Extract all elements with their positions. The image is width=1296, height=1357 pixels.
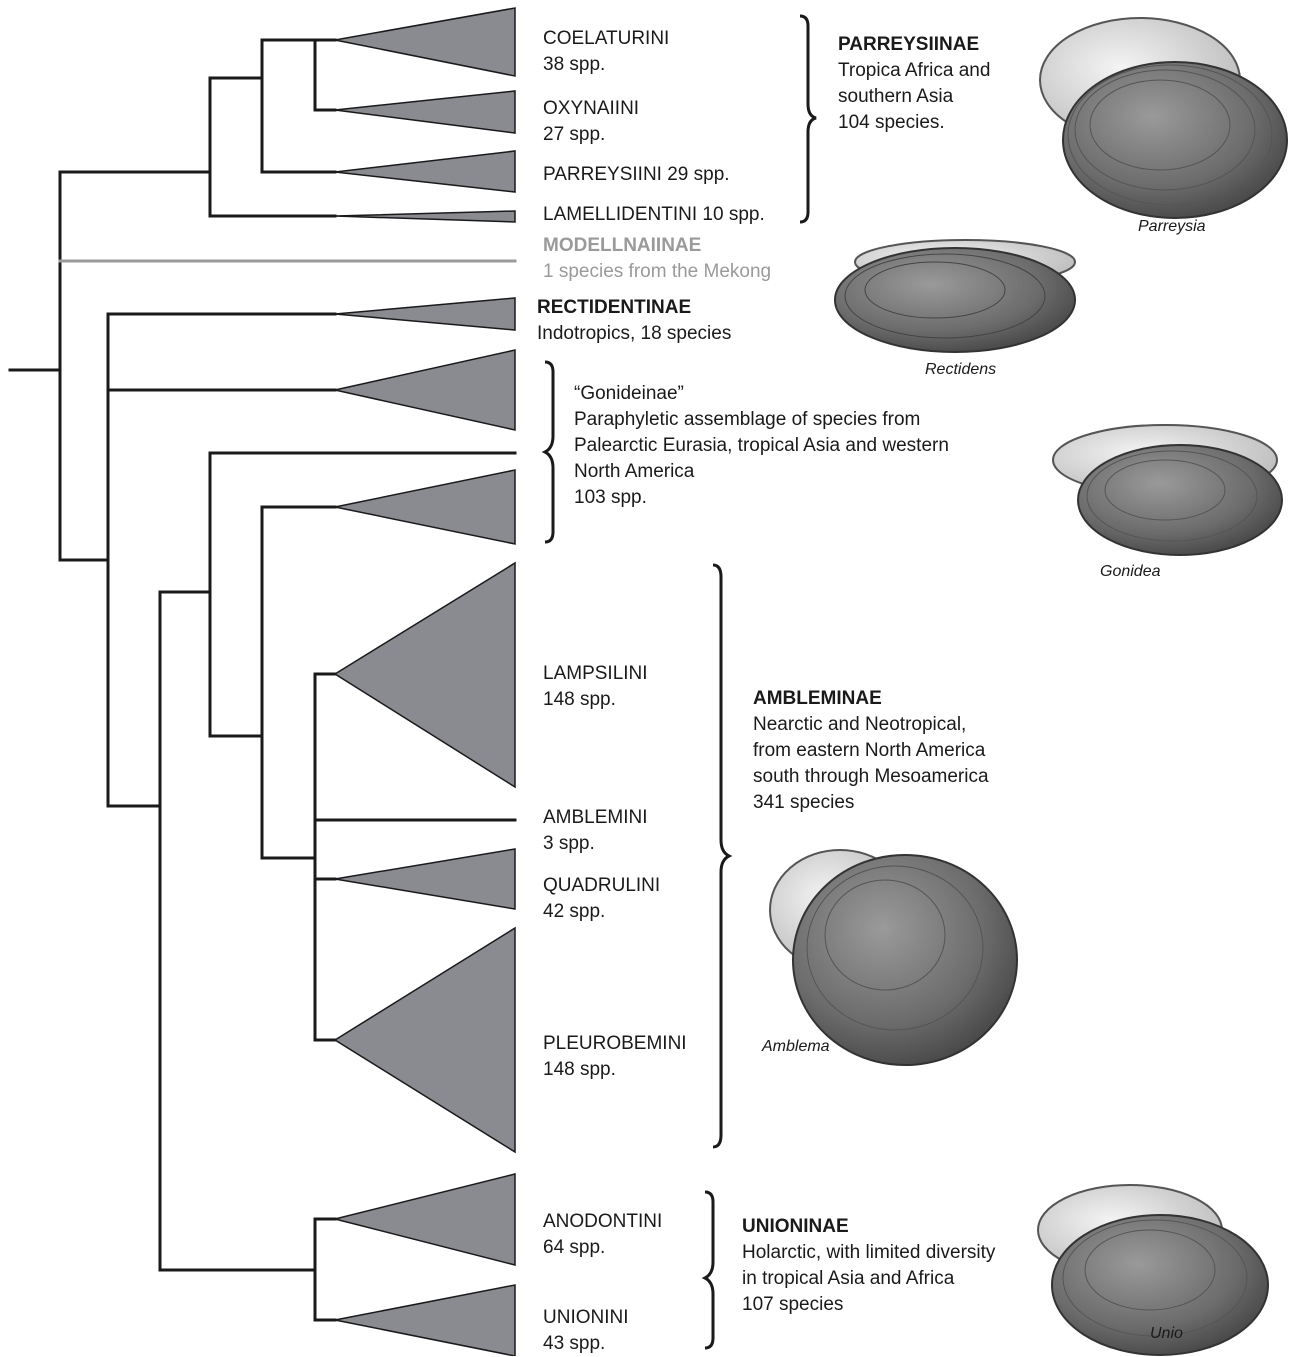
group-count: 103 spp. [574,485,949,511]
tip-name: PARREYSIINI 29 spp. [543,162,730,188]
clade-triangle-gonideinae-a [335,350,515,430]
clade-triangle-gonideinae-b [335,470,515,544]
brace-unioninae [705,1192,713,1348]
clade-triangle-pleurobemini [335,928,515,1152]
tip-label-parreysiini: PARREYSIINI 29 spp. [543,162,730,188]
tip-name: QUADRULINI [543,873,660,899]
shell-gonidea [1053,425,1282,555]
tip-count: 3 spp. [543,831,648,857]
clade-triangle-rectidentinae [335,298,515,330]
group-desc-line: southern Asia [838,84,990,110]
group-count: 104 species. [838,110,990,136]
group-label-unioninae: UNIONINAE Holarctic, with limited divers… [742,1214,995,1318]
tip-name: ANODONTINI [543,1209,662,1235]
clade-triangle-unionini [335,1285,515,1356]
shell-amblema [770,850,1017,1065]
tip-count: 38 spp. [543,52,669,78]
clade-triangle-anodontini [335,1174,515,1265]
brace-ambleminae [713,565,729,1147]
clade-triangle-lamellidentini [335,211,515,222]
clade-triangle-parreysiini [335,151,515,192]
tip-name: OXYNAIINI [543,96,639,122]
clade-triangle-lampsilini [335,563,515,787]
tip-name: COELATURINI [543,26,669,52]
tip-label-anodontini: ANODONTINI 64 spp. [543,1209,662,1261]
group-desc-line: Nearctic and Neotropical, [753,712,989,738]
group-label-ambleminae: AMBLEMINAE Nearctic and Neotropical, fro… [753,686,989,816]
tip-count: 148 spp. [543,687,648,713]
group-desc-line: in tropical Asia and Africa [742,1266,995,1292]
group-count: 107 species [742,1292,995,1318]
tip-label-unionini: UNIONINI 43 spp. [543,1305,629,1357]
group-desc-line: Holarctic, with limited diversity [742,1240,995,1266]
tip-label-oxynaiini: OXYNAIINI 27 spp. [543,96,639,148]
caption-unio: Unio [1150,1325,1183,1343]
tip-desc: 1 species from the Mekong [543,259,771,285]
clade-triangle-coelaturini [335,8,515,76]
tip-name: AMBLEMINI [543,805,648,831]
group-name: “Gonideinae” [574,381,949,407]
tip-label-amblemini: AMBLEMINI 3 spp. [543,805,648,857]
tip-name: LAMPSILINI [543,661,648,687]
clade-triangle-quadrulini [335,849,515,909]
tip-count: 42 spp. [543,899,660,925]
caption-gonidea: Gonidea [1100,563,1161,581]
tip-label-pleurobemini: PLEUROBEMINI 148 spp. [543,1031,687,1083]
brace-gonideinae [545,362,553,542]
tip-label-quadrulini: QUADRULINI 42 spp. [543,873,660,925]
group-desc-line: south through Mesoamerica [753,764,989,790]
shell-rectidens [835,240,1075,352]
group-count: 341 species [753,790,989,816]
tip-label-rectidentinae: RECTIDENTINAE Indotropics, 18 species [537,295,731,347]
brace-parreysiinae [800,16,816,222]
tip-name: MODELLNAIINAE [543,233,771,259]
tip-count: 27 spp. [543,122,639,148]
group-name: PARREYSIINAE [838,32,990,58]
tip-label-modellnaiinae: MODELLNAIINAE 1 species from the Mekong [543,233,771,285]
group-desc-line: from eastern North America [753,738,989,764]
tip-count: 64 spp. [543,1235,662,1261]
tip-name: RECTIDENTINAE [537,295,731,321]
tip-label-lampsilini: LAMPSILINI 148 spp. [543,661,648,713]
tip-name: PLEUROBEMINI [543,1031,687,1057]
shell-parreysia [1040,18,1287,218]
group-label-gonideinae: “Gonideinae” Paraphyletic assemblage of … [574,381,949,511]
group-desc-line: Paraphyletic assemblage of species from [574,407,949,433]
group-desc-line: North America [574,459,949,485]
group-label-parreysiinae: PARREYSIINAE Tropica Africa and southern… [838,32,990,136]
tip-name: UNIONINI [543,1305,629,1331]
group-desc-line: Palearctic Eurasia, tropical Asia and we… [574,433,949,459]
group-name: UNIONINAE [742,1214,995,1240]
tip-name: LAMELLIDENTINI 10 spp. [543,202,765,228]
tip-label-coelaturini: COELATURINI 38 spp. [543,26,669,78]
caption-parreysia: Parreysia [1138,218,1206,236]
tip-desc: Indotropics, 18 species [537,321,731,347]
clade-triangle-oxynaiini [335,91,515,133]
tip-count: 148 spp. [543,1057,687,1083]
group-name: AMBLEMINAE [753,686,989,712]
tip-label-lamellidentini: LAMELLIDENTINI 10 spp. [543,202,765,228]
caption-rectidens: Rectidens [925,361,996,379]
group-desc-line: Tropica Africa and [838,58,990,84]
tip-count: 43 spp. [543,1331,629,1357]
caption-amblema: Amblema [762,1038,830,1056]
